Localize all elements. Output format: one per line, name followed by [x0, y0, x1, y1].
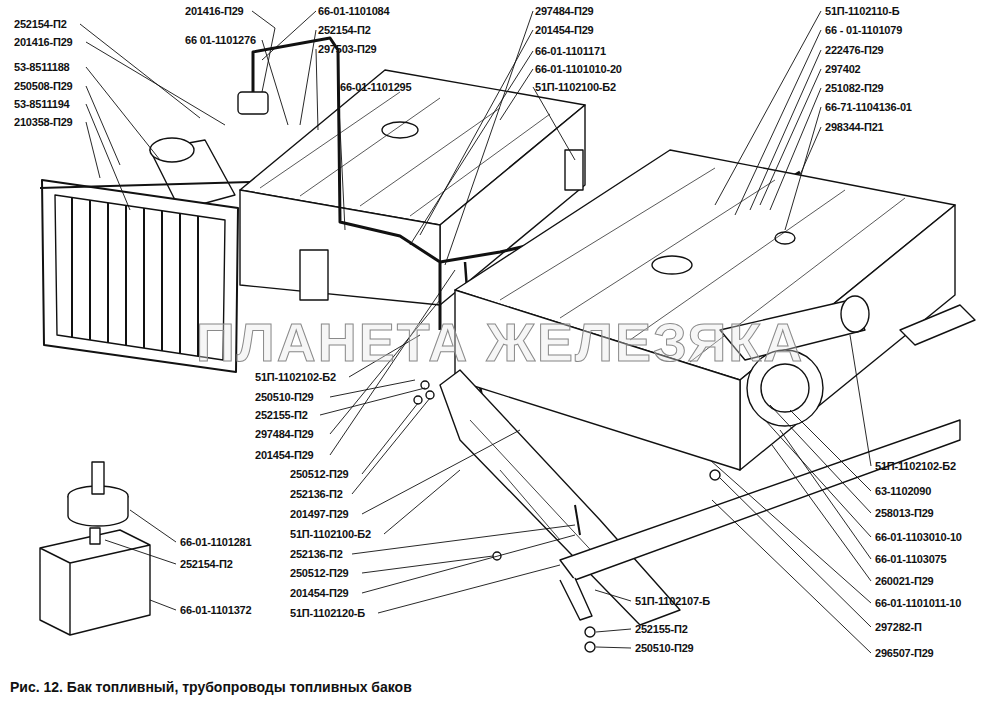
bracket	[565, 150, 583, 190]
breather	[238, 92, 268, 114]
part-number: 297484-П29	[255, 428, 314, 440]
part-number: 250512-П29	[290, 567, 349, 579]
part-number: 66-01-1103010-10	[875, 531, 962, 543]
part-number: 51П-1102100-Б2	[290, 528, 371, 540]
nut	[710, 470, 720, 480]
frame-bracket	[560, 420, 960, 580]
part-number: 51П-1102110-Б	[825, 5, 899, 17]
part-number: 66-71-1104136-01	[825, 101, 912, 113]
part-number: 66-01-1101011-10	[875, 597, 961, 609]
figure-caption: Рис. 12. Бак топливный, трубопроводы топ…	[10, 679, 412, 695]
part-number: 252155-П2	[635, 623, 688, 635]
nut	[426, 391, 434, 399]
sender	[775, 232, 795, 244]
part-number: 297484-П29	[535, 5, 594, 17]
part-number: 201416-П29	[14, 36, 73, 48]
filler-cap	[150, 138, 194, 162]
leader-lines	[80, 11, 871, 653]
part-number: 51П-1102100-Б2	[535, 81, 616, 93]
nut	[585, 627, 595, 637]
part-number: 250510-П29	[255, 391, 314, 403]
part-number: 201454-П29	[290, 587, 349, 599]
part-number: 250510-П29	[635, 642, 694, 654]
part-number: 297402	[825, 63, 861, 75]
part-number: 252154-П2	[318, 24, 371, 36]
tank-opening	[382, 122, 418, 138]
part-number: 66 01-1101276	[185, 34, 256, 46]
part-number: 297503-П29	[318, 43, 377, 55]
part-number: 66-01-1101084	[318, 5, 389, 17]
filler-mouth	[841, 296, 869, 332]
part-number: 296507-П29	[875, 647, 934, 659]
stud	[90, 528, 100, 544]
part-number: 66 - 01-1101079	[825, 24, 902, 36]
nut	[421, 381, 429, 389]
part-number: 51П-1102120-Б	[290, 607, 365, 619]
tank-opening	[652, 256, 692, 274]
part-number: 250512-П29	[290, 468, 349, 480]
part-number: 66-01-1101171	[535, 45, 606, 57]
part-number: 53-8511194	[14, 98, 70, 110]
washer	[585, 642, 595, 652]
part-number: 66-01-1101372	[180, 604, 251, 616]
grille-slats	[72, 198, 198, 356]
grille-bar	[40, 182, 250, 188]
bracket-leg	[560, 578, 592, 620]
part-number: 53-8511188	[14, 61, 70, 73]
part-number: 51П-1102102-Б2	[875, 460, 956, 472]
watermark: ПЛАНЕТА ЖЕЛЕЗЯКА	[196, 312, 804, 372]
part-number: 66-01-1103075	[875, 553, 946, 565]
part-number: 66-01-1101295	[340, 81, 411, 93]
part-number: 63-1102090	[875, 485, 931, 497]
part-number: 201416-П29	[185, 5, 244, 17]
cradle-edge	[470, 420, 600, 560]
bolt	[575, 505, 580, 535]
bracket	[300, 250, 328, 300]
part-number: 251082-П29	[825, 82, 884, 94]
part-number: 51П-1102102-Б2	[255, 371, 336, 383]
part-number: 66-01-1101281	[180, 536, 251, 548]
stud	[92, 462, 104, 494]
part-number: 66-01-1101010-20	[535, 63, 622, 75]
part-number: 252155-П2	[255, 409, 308, 421]
part-number: 201497-П29	[290, 508, 349, 520]
part-number: 252154-П2	[14, 18, 67, 30]
cushion-block	[40, 530, 150, 635]
part-number: 297282-П	[875, 621, 922, 633]
part-number: 252154-П2	[180, 558, 233, 570]
part-number: 201454-П29	[535, 24, 594, 36]
fuel-pipe	[253, 38, 440, 330]
part-number: 298344-П21	[825, 121, 884, 133]
part-number: 252136-П2	[290, 488, 343, 500]
bracket-foot	[900, 305, 975, 345]
cushion	[68, 496, 128, 526]
part-number: 258013-П29	[875, 507, 934, 519]
part-number: 250508-П29	[14, 80, 73, 92]
part-number: 222476-П29	[825, 44, 884, 56]
part-number: 260021-П29	[875, 575, 934, 587]
part-number: 252136-П2	[290, 548, 343, 560]
part-number: 210358-П29	[14, 116, 73, 128]
part-number: 51П-1102107-Б	[635, 595, 710, 607]
nut	[414, 396, 422, 404]
part-number: 201454-П29	[255, 449, 314, 461]
